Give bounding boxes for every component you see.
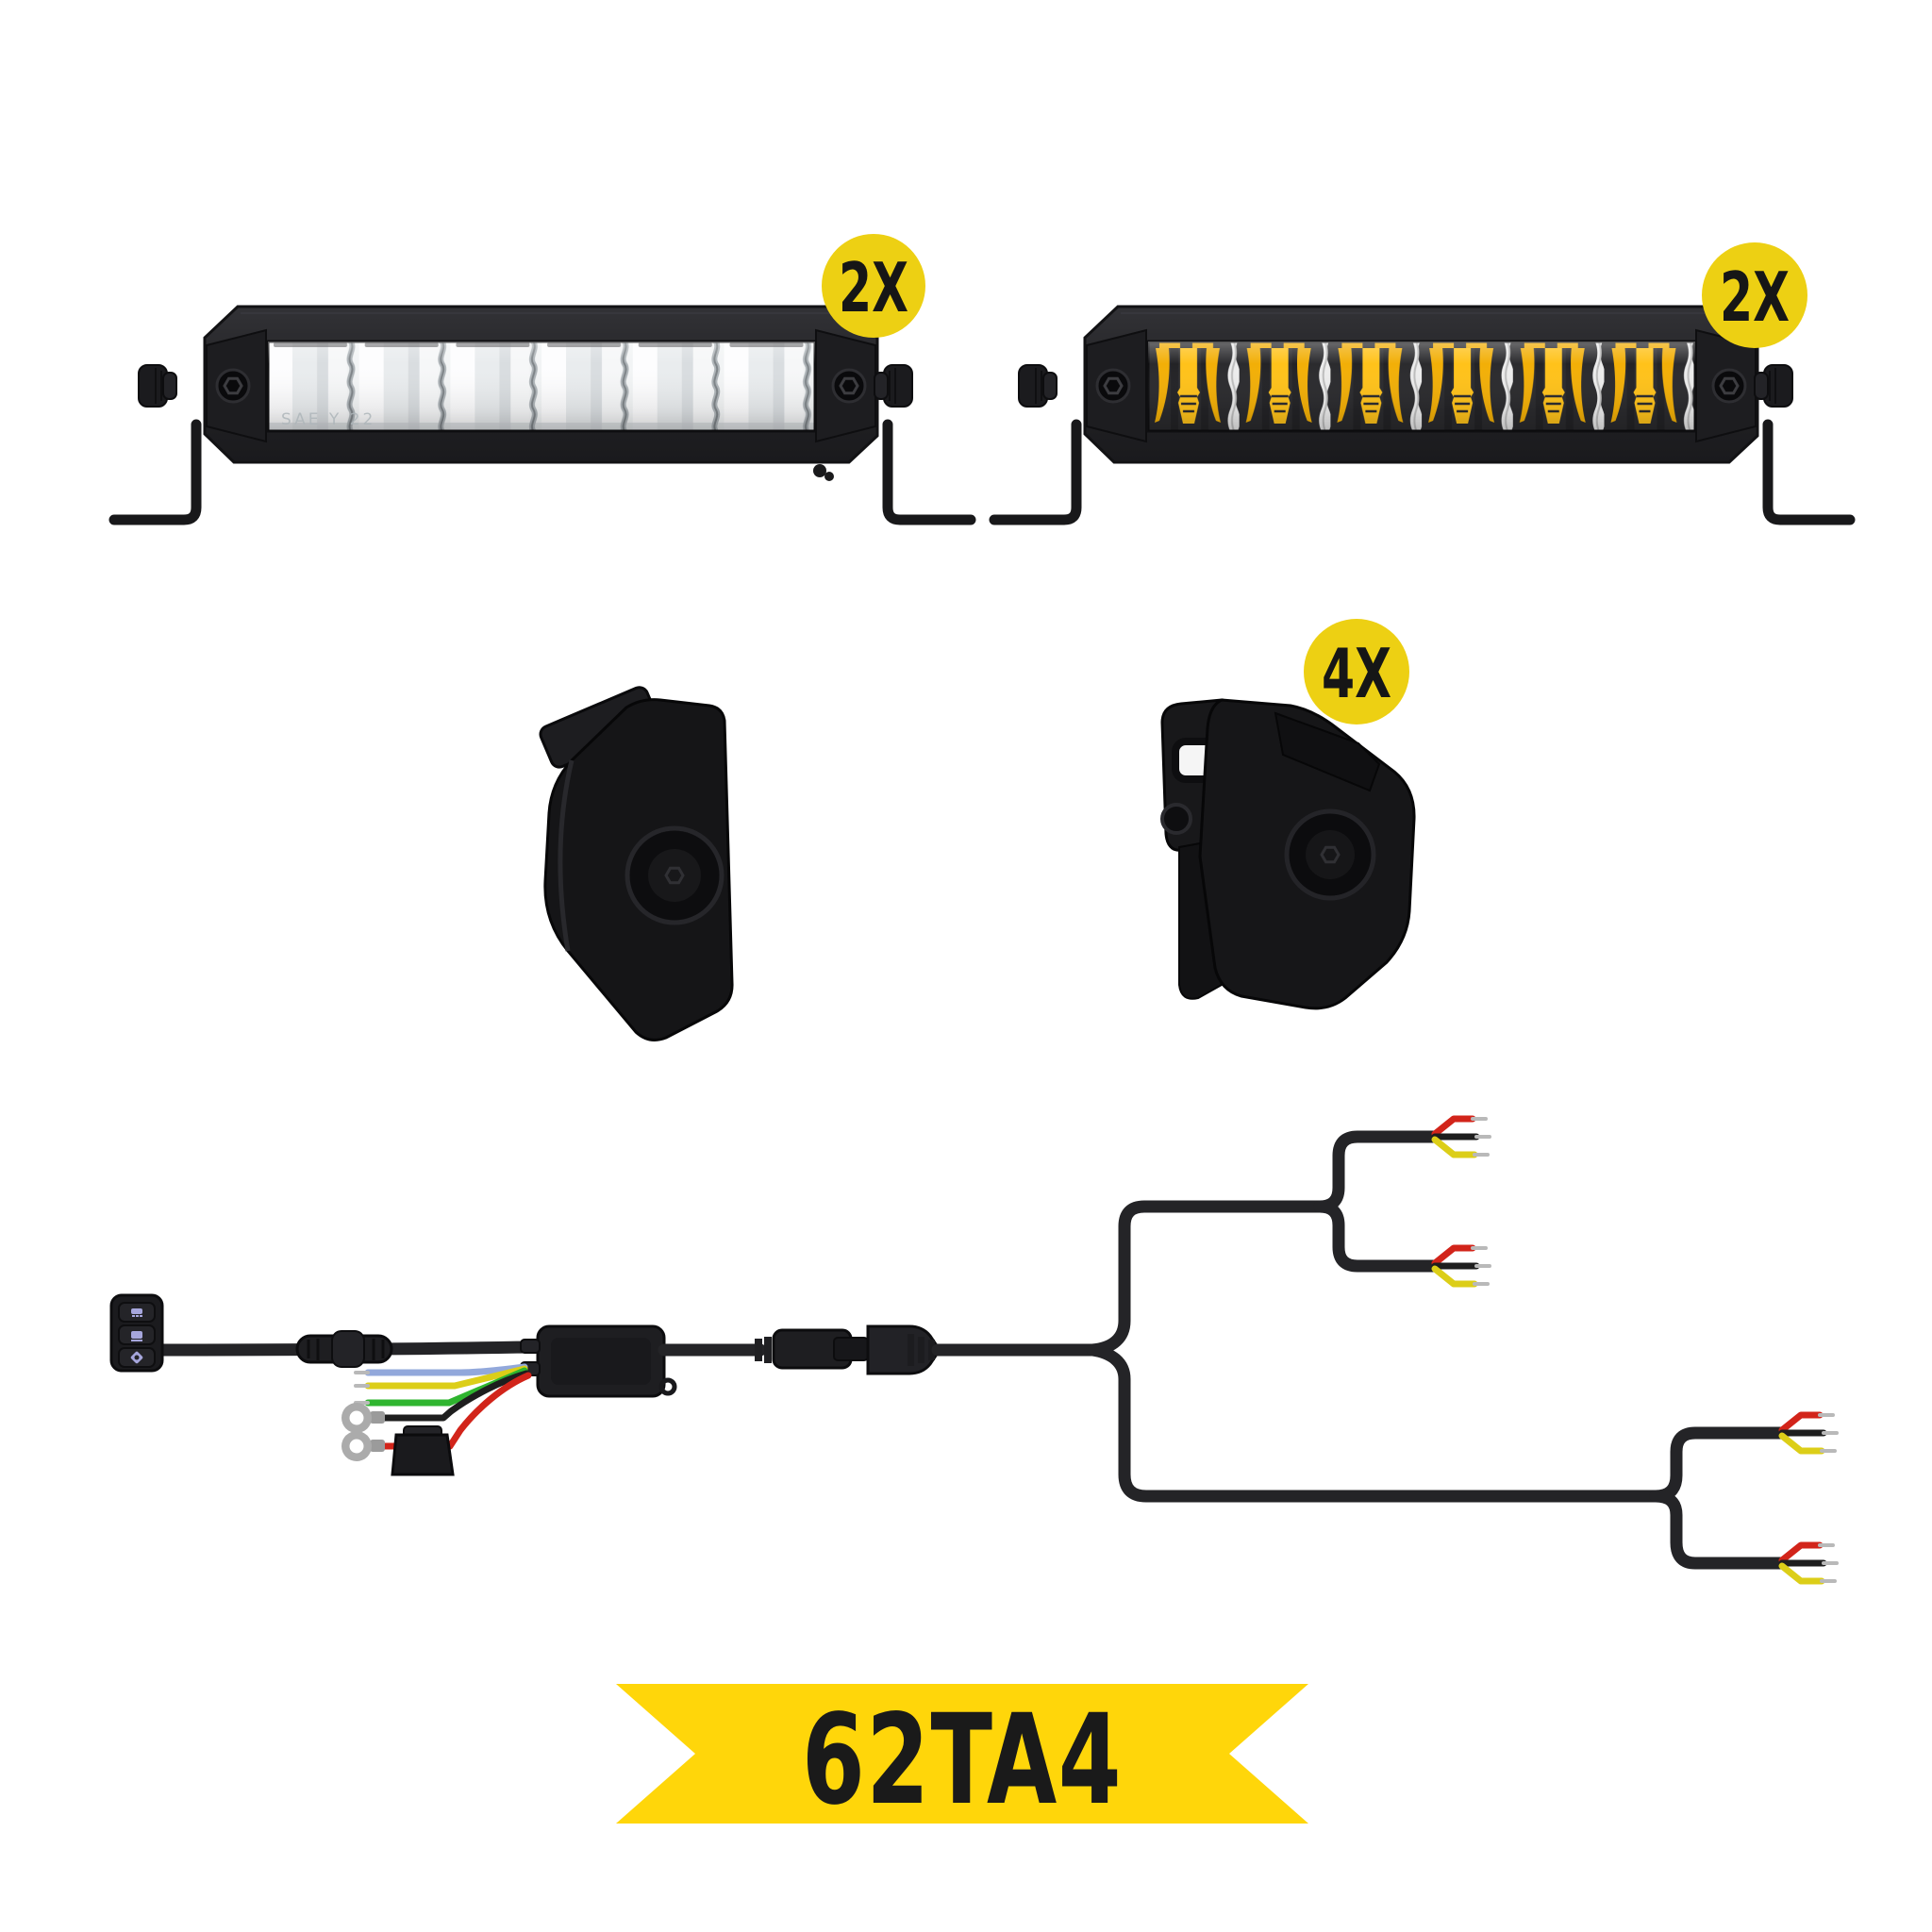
switch-button	[118, 1302, 156, 1323]
hex-bolt-icon	[1095, 368, 1131, 404]
lens-shade	[1148, 341, 1695, 431]
branch-cable	[1086, 1200, 1326, 1357]
pivot-knob	[1018, 364, 1058, 408]
ring-terminal	[341, 1403, 385, 1433]
mounting-leg	[108, 419, 202, 525]
mounting-leg	[882, 419, 976, 525]
pivot-knob	[1754, 364, 1793, 408]
wiring-harness	[109, 1115, 1839, 1585]
branch-cable	[1649, 1426, 1789, 1503]
amber-light-bar	[989, 305, 1856, 525]
lens-shade	[268, 341, 815, 431]
wire-tip-set	[1778, 1411, 1839, 1455]
wire-tip-set	[1431, 1244, 1491, 1288]
harness-cable	[156, 1341, 531, 1357]
wire-tip-red	[1778, 1541, 1824, 1564]
bracket-bolt	[648, 849, 701, 902]
bracket-clamp	[1274, 711, 1381, 792]
wire-tip-yellow	[1431, 1265, 1478, 1288]
mounting-leg	[1762, 419, 1856, 525]
branch-cable	[1649, 1490, 1789, 1570]
white-light-bar: SAE Y 22	[108, 305, 976, 525]
wire-tip-red	[1778, 1411, 1824, 1434]
switch-button	[118, 1347, 156, 1368]
wire-tip-set	[1431, 1115, 1491, 1158]
breather-valve	[824, 472, 834, 481]
hex-bolt-icon	[215, 368, 251, 404]
badge-label: 2X	[1720, 258, 1790, 337]
badge-label: 2X	[839, 248, 908, 327]
ribbon-shape	[616, 1684, 1308, 1824]
branch-cable	[1313, 1200, 1441, 1273]
branch-cable	[1086, 1343, 1662, 1503]
hex-bolt-icon	[1711, 368, 1747, 404]
ground-wire	[381, 1370, 530, 1422]
quantity-badge-brackets: 4X	[1304, 619, 1409, 724]
connector-latch	[833, 1337, 869, 1361]
wire-tip-yellow	[1778, 1432, 1825, 1455]
wire-tip-red	[1431, 1244, 1476, 1267]
badge-label: 4X	[1322, 634, 1391, 713]
switch-button	[118, 1324, 156, 1345]
wire-tip-set	[1778, 1541, 1839, 1585]
quantity-badge-white-bar: 2X	[822, 234, 925, 338]
pivot-knob	[138, 364, 177, 408]
branch-cable	[1313, 1130, 1441, 1213]
bolt-socket	[664, 866, 685, 885]
wire-yellow	[364, 1365, 528, 1390]
mounting-tab	[658, 1377, 677, 1396]
ring-terminal	[341, 1431, 385, 1461]
high-beam-icon	[131, 1308, 142, 1317]
hex-bolt-icon	[831, 368, 867, 404]
control-box	[520, 1324, 677, 1398]
pivot-knob	[874, 364, 913, 408]
part-number-ribbon: 62TA4	[616, 1684, 1308, 1833]
mounting-leg	[989, 419, 1082, 525]
switch-panel	[109, 1293, 164, 1373]
flash-mode-icon	[130, 1351, 143, 1364]
bracket-bolt	[1306, 830, 1355, 879]
inline-connector	[295, 1330, 393, 1368]
wire-tip-yellow	[1778, 1562, 1825, 1585]
side-mount-bracket	[539, 686, 734, 1041]
part-number-text: 62TA4	[802, 1688, 1123, 1833]
bracket-pivot	[1160, 803, 1192, 835]
bracket-facet	[558, 759, 575, 952]
quantity-badge-amber-bar: 2X	[1702, 242, 1807, 348]
breather-valve	[813, 464, 826, 477]
bolt-socket	[1320, 845, 1341, 864]
control-box-face	[551, 1338, 651, 1385]
wire-tip-yellow	[1431, 1136, 1478, 1158]
lens-marking: SAE Y 22	[281, 410, 375, 429]
front-mount-bracket	[1160, 698, 1416, 1010]
power-wire	[432, 1372, 532, 1450]
low-beam-icon	[131, 1331, 142, 1341]
wire-tip-red	[1431, 1115, 1476, 1138]
quick-connector	[755, 1324, 941, 1375]
fuse-holder	[391, 1425, 455, 1476]
